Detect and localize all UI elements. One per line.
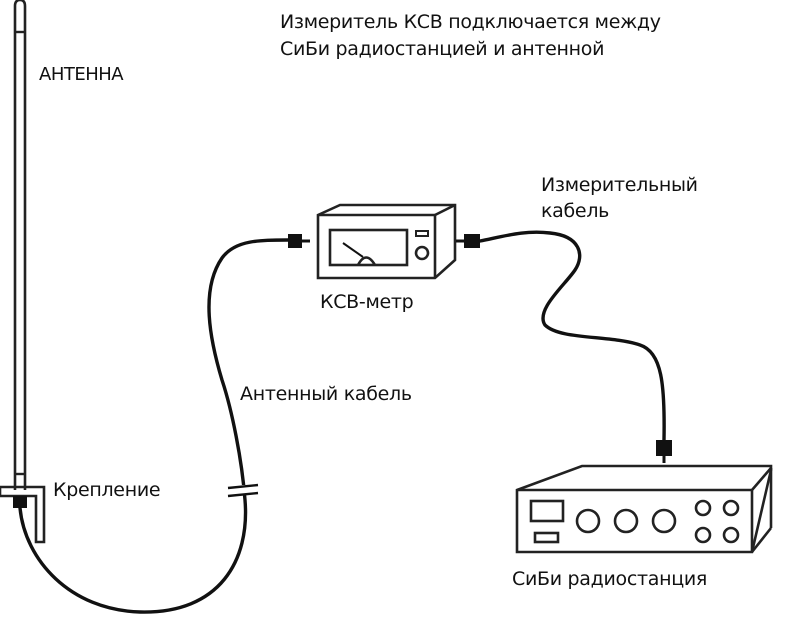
antenna-cable-label: Антенный кабель [240,383,412,405]
meter-window [328,228,409,267]
mount-connector [13,496,27,508]
caption-line-2: СиБи радиостанцией и антенной [280,38,605,60]
swr-input-connector [288,234,310,248]
radio-knob-7 [722,526,740,544]
meter-knob [414,245,430,261]
caption-line-1: Измеритель КСВ подключается между [280,11,661,33]
meter-indicator [415,230,429,237]
cb-radio [515,464,773,554]
radio-knob-2 [613,508,639,534]
antenna-label: АНТЕННА [39,64,124,85]
meter-pivot [356,256,377,266]
antenna [13,0,27,490]
radio-knob-5 [722,499,740,517]
antenna-cable [18,238,290,614]
radio-knob-3 [651,508,677,534]
radio-button-small [533,531,560,544]
measuring-cable-label-line-2: кабель [541,200,610,222]
swr-meter [316,203,457,280]
cable-break-mark [226,483,262,498]
swr-output-connector [456,234,480,248]
antenna-rod [13,0,27,490]
mount-bracket [0,485,46,544]
radio-display [529,499,565,523]
radio-knob-6 [694,526,712,544]
mount-label: Крепление [53,479,161,501]
swr-meter-label: КСВ-метр [320,291,414,313]
measuring-cable [478,230,666,442]
radio-knob-1 [575,508,601,534]
meter-needle [342,242,364,258]
radio-connector [656,440,672,463]
radio-knob-4 [694,499,712,517]
measuring-cable-label-line-1: Измерительный [541,174,698,196]
cb-radio-label: СиБи радиостанция [512,568,708,590]
